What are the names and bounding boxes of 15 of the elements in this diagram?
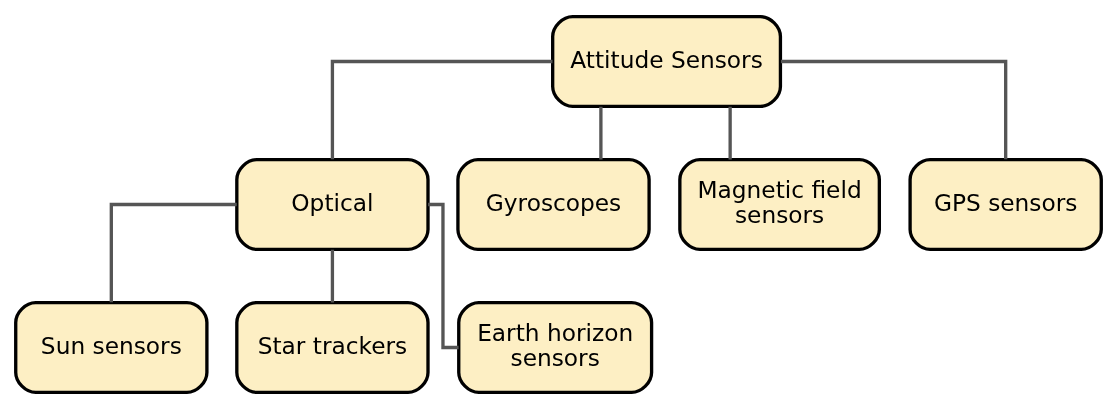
node-box: Attitude Sensors — [551, 14, 783, 108]
node-box: Sun sensors — [14, 300, 209, 394]
connector — [728, 106, 732, 160]
node-box: Gyroscopes — [456, 157, 651, 251]
node-box: Optical — [235, 157, 430, 251]
node-box: Magnetic field sensors — [678, 157, 881, 251]
connector — [428, 202, 459, 349]
node-box: GPS sensors — [908, 157, 1103, 251]
node-box: Star trackers — [235, 300, 430, 394]
connector — [330, 249, 335, 303]
connector — [109, 202, 237, 302]
node-box: Earth horizon sensors — [457, 300, 654, 394]
connector — [780, 59, 1008, 159]
connector — [599, 106, 603, 160]
connector — [330, 59, 553, 159]
